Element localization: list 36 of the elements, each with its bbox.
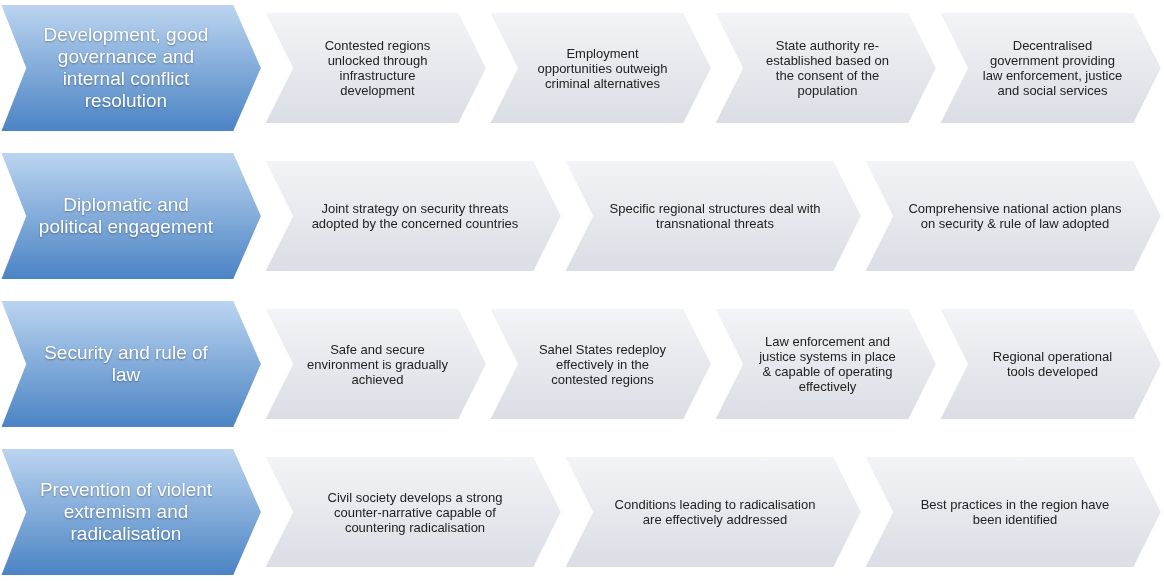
step-text: Specific regional structures deal with transnational threats bbox=[608, 200, 822, 233]
outcome-panel bbox=[864, 456, 1162, 568]
step-text: Employment opportunities outweigh criminal alternatives bbox=[536, 44, 669, 93]
outcome-panel bbox=[714, 308, 937, 420]
step-text: Conditions leading to radicalisation are effectively addressed bbox=[613, 496, 817, 529]
theme-banner bbox=[0, 448, 262, 576]
step-text: Best practices in the region have been identified bbox=[919, 496, 1111, 529]
theme-heading: Development, good governance and internal conflict resolution bbox=[42, 23, 210, 113]
theme-banner bbox=[0, 4, 262, 132]
outcome-panel bbox=[264, 456, 562, 568]
step-text: Contested regions unlocked through infrastructure development bbox=[323, 37, 432, 100]
step-text: Civil society develops a strong counter-narrative capable of countering radicalisation bbox=[326, 488, 504, 537]
outcome-panel bbox=[564, 160, 862, 272]
step-text: Law enforcement and justice systems in place & capable of operating effectively bbox=[758, 333, 897, 396]
outcome-panel bbox=[939, 12, 1162, 124]
step-text: Regional operational tools developed bbox=[991, 348, 1114, 381]
outcome-panel bbox=[489, 308, 712, 420]
step-text: Safe and secure environment is gradually achieved bbox=[306, 340, 449, 389]
theme-heading: Diplomatic and political engagement bbox=[37, 193, 215, 239]
step-text: Joint strategy on security threats adopted by the concerned countries bbox=[310, 200, 520, 233]
outcome-panel bbox=[714, 12, 937, 124]
outcome-panel bbox=[864, 160, 1162, 272]
theme-banner bbox=[0, 300, 262, 428]
step-text: Sahel States redeploy effectively in the contested regions bbox=[537, 340, 668, 389]
outcome-panel bbox=[564, 456, 862, 568]
outcome-panel bbox=[939, 308, 1162, 420]
theme-heading: Security and rule of law bbox=[43, 341, 209, 387]
step-text: State authority re-established based on the consent of the population bbox=[765, 37, 890, 100]
theme-heading: Prevention of violent extremism and radicalisation bbox=[38, 478, 214, 546]
outcome-panel bbox=[264, 12, 487, 124]
theme-banner bbox=[0, 152, 262, 280]
outcome-panel bbox=[264, 308, 487, 420]
outcome-panel bbox=[264, 160, 562, 272]
step-text: Comprehensive national action plans on security & rule of law adopted bbox=[907, 200, 1123, 233]
step-text: Decentralised government providing law enforcement, justice and social services bbox=[981, 37, 1124, 100]
outcome-panel bbox=[489, 12, 712, 124]
